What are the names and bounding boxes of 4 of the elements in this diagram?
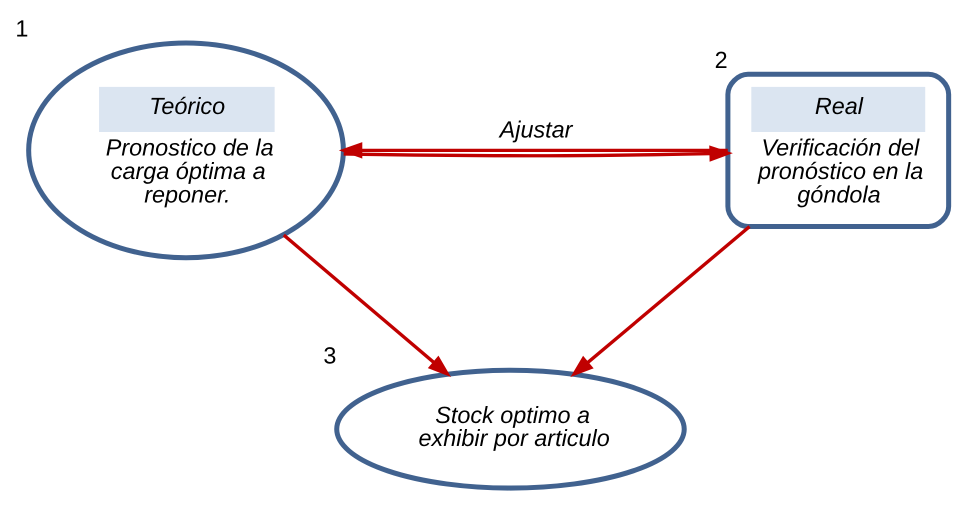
node-label: 3: [323, 342, 336, 369]
edge-label: Ajustar: [500, 116, 572, 142]
node-label: 2: [714, 46, 728, 73]
node-label: 1: [15, 15, 28, 42]
